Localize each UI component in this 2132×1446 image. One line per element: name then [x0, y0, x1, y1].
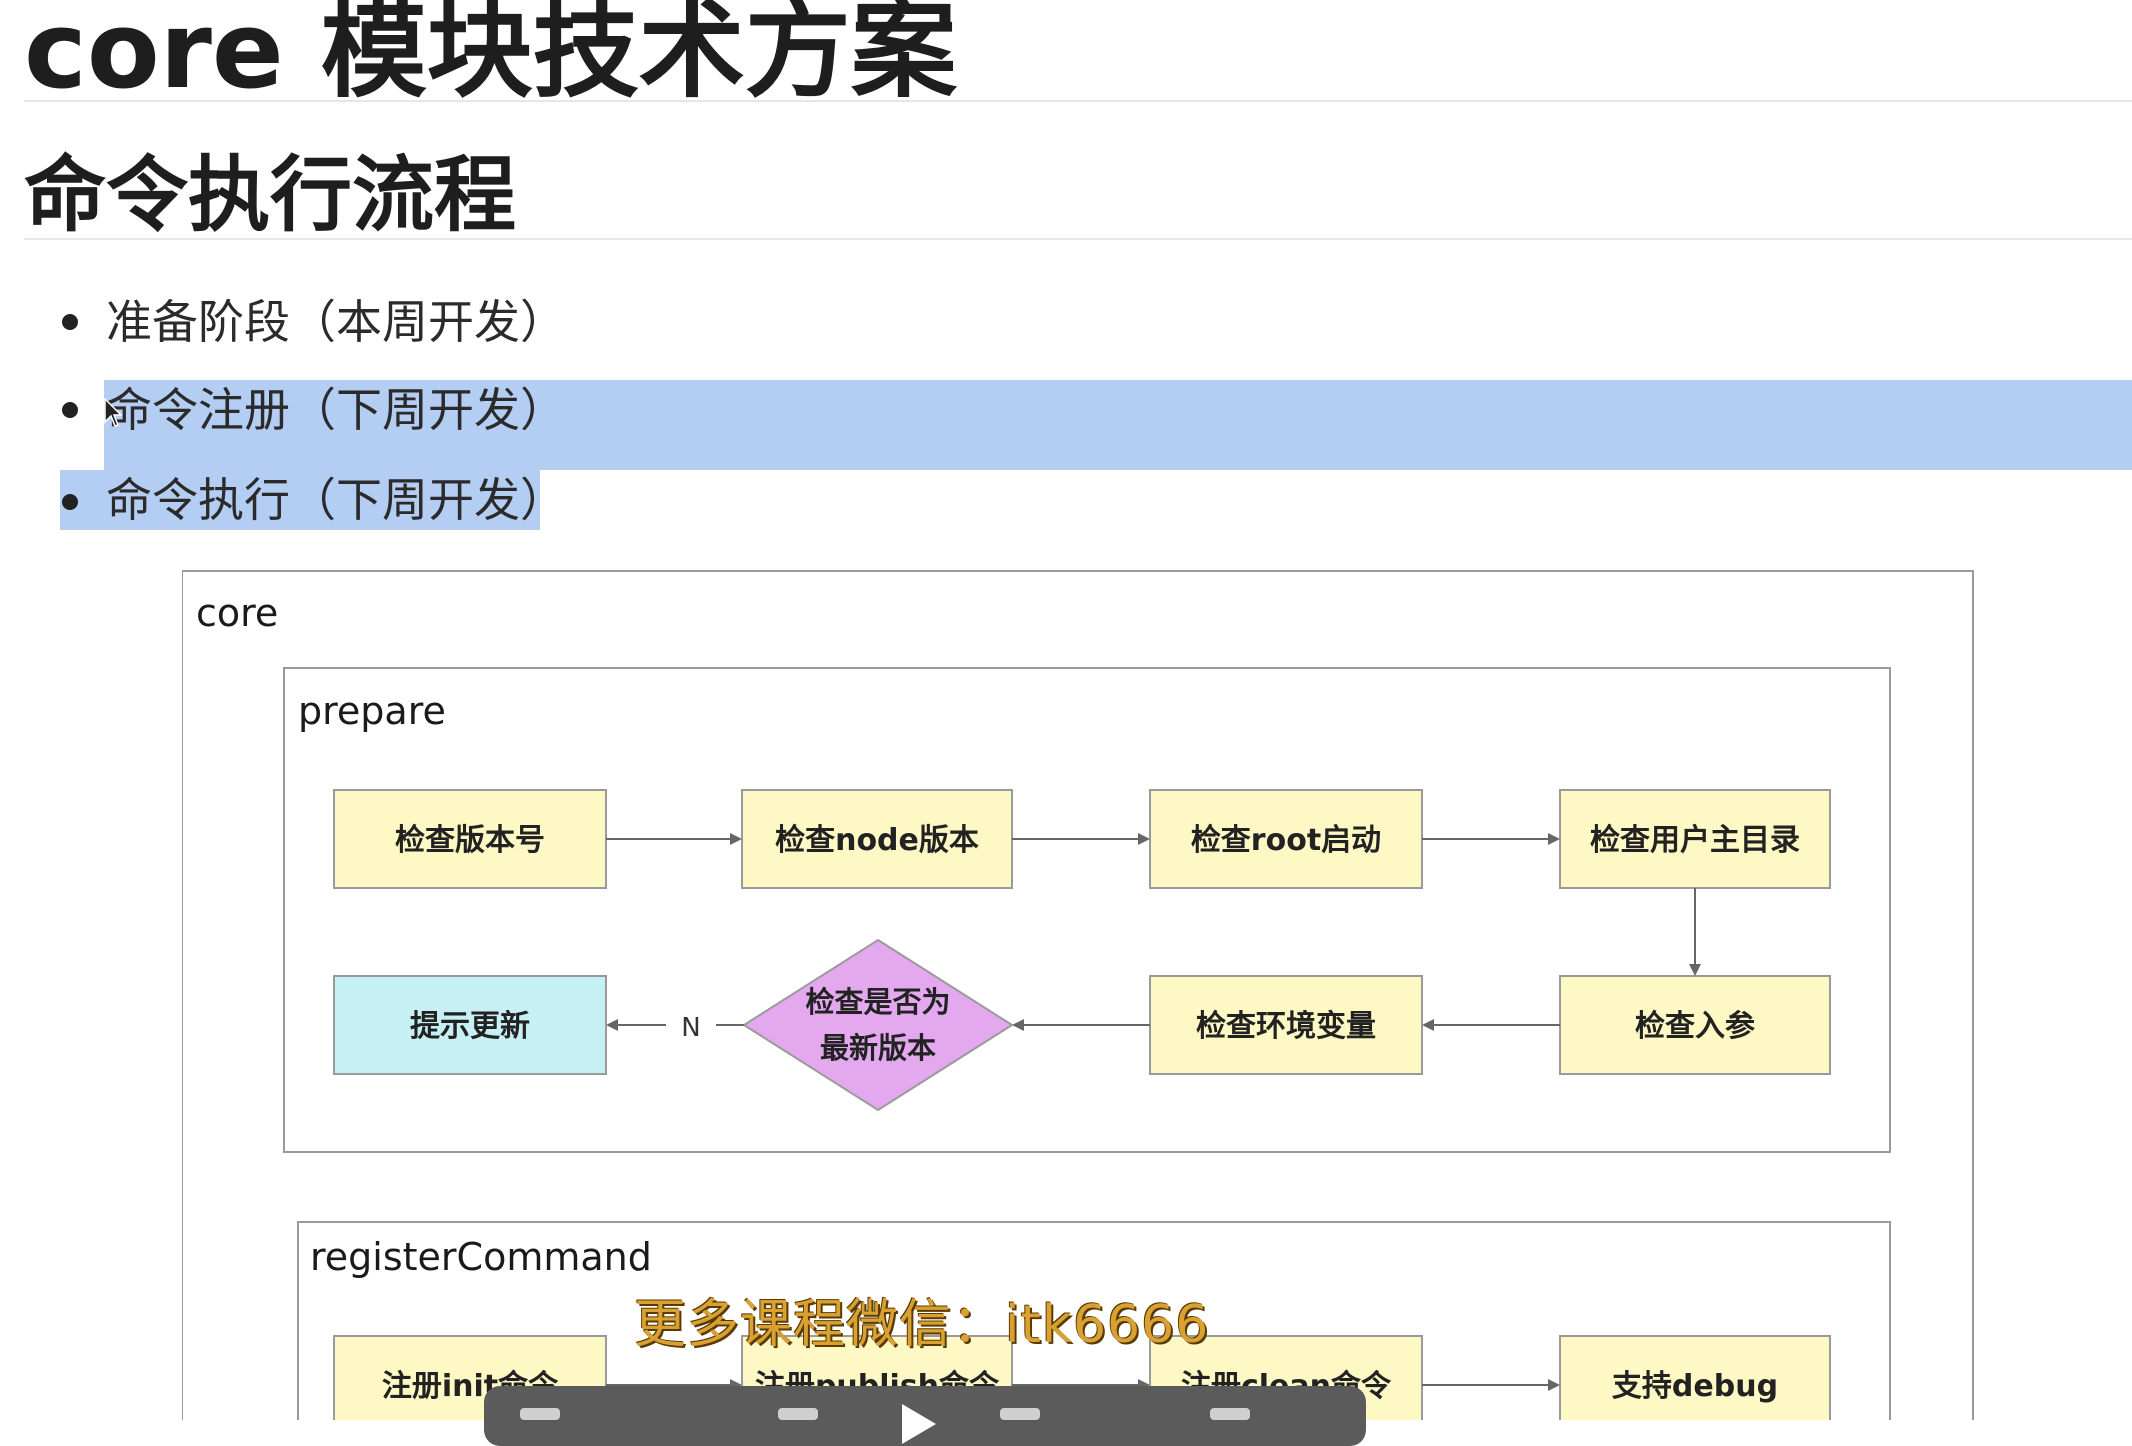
text-selection-line-3: [60, 470, 540, 530]
title-divider: [24, 100, 2132, 102]
prepare-container: [283, 667, 1891, 1153]
doc-title: core 模块技术方案: [24, 0, 957, 112]
flow-step: 检查环境变量: [1149, 975, 1423, 1075]
flow-step: 检查node版本: [741, 789, 1013, 889]
bullet: [62, 314, 78, 330]
svg-text:检查root启动: 检查root启动: [1191, 823, 1381, 858]
edge-label-no: N: [681, 1013, 700, 1043]
flow-step: 检查版本号: [333, 789, 607, 889]
svg-text:检查用户主目录: 检查用户主目录: [1590, 823, 1800, 858]
svg-text:检查是否为: 检查是否为: [805, 985, 950, 1019]
play-icon[interactable]: [902, 1404, 936, 1444]
svg-text:支持debug: 支持debug: [1612, 1369, 1778, 1404]
svg-text:检查环境变量: 检查环境变量: [1196, 1009, 1376, 1044]
bullet: [62, 402, 78, 418]
list-item-text: 准备阶段（本周开发）: [106, 295, 566, 349]
svg-text:最新版本: 最新版本: [820, 1031, 936, 1065]
section-divider: [24, 238, 2132, 240]
flow-step: 检查入参: [1559, 975, 1831, 1075]
prepare-label: prepare: [298, 689, 446, 733]
decision-node: 检查是否为 最新版本: [742, 938, 1014, 1112]
watermark-text: 更多课程微信：itk6666: [634, 1295, 1210, 1355]
settings-icon[interactable]: [1210, 1408, 1250, 1420]
rewind-icon[interactable]: [520, 1408, 560, 1420]
list-item-text: 命令注册（下周开发）: [106, 383, 566, 437]
next-icon[interactable]: [1000, 1408, 1040, 1420]
svg-text:检查版本号: 检查版本号: [395, 823, 545, 858]
core-label: core: [196, 591, 278, 635]
svg-text:检查node版本: 检查node版本: [775, 823, 979, 858]
result-step: 提示更新: [333, 975, 607, 1075]
mouse-cursor-icon: [104, 398, 122, 427]
flow-step: 支持debug: [1559, 1335, 1831, 1435]
list-item-text: 命令执行（下周开发）: [106, 473, 566, 527]
svg-text:提示更新: 提示更新: [410, 1009, 530, 1044]
section-heading: 命令执行流程: [24, 148, 517, 243]
flow-step: 检查root启动: [1149, 789, 1423, 889]
bullet: [62, 494, 78, 510]
text-selection-line-2: [104, 380, 2132, 470]
flow-step: 检查用户主目录: [1559, 789, 1831, 889]
svg-text:检查入参: 检查入参: [1635, 1009, 1755, 1044]
register-label: registerCommand: [310, 1235, 652, 1279]
previous-icon[interactable]: [778, 1408, 818, 1420]
